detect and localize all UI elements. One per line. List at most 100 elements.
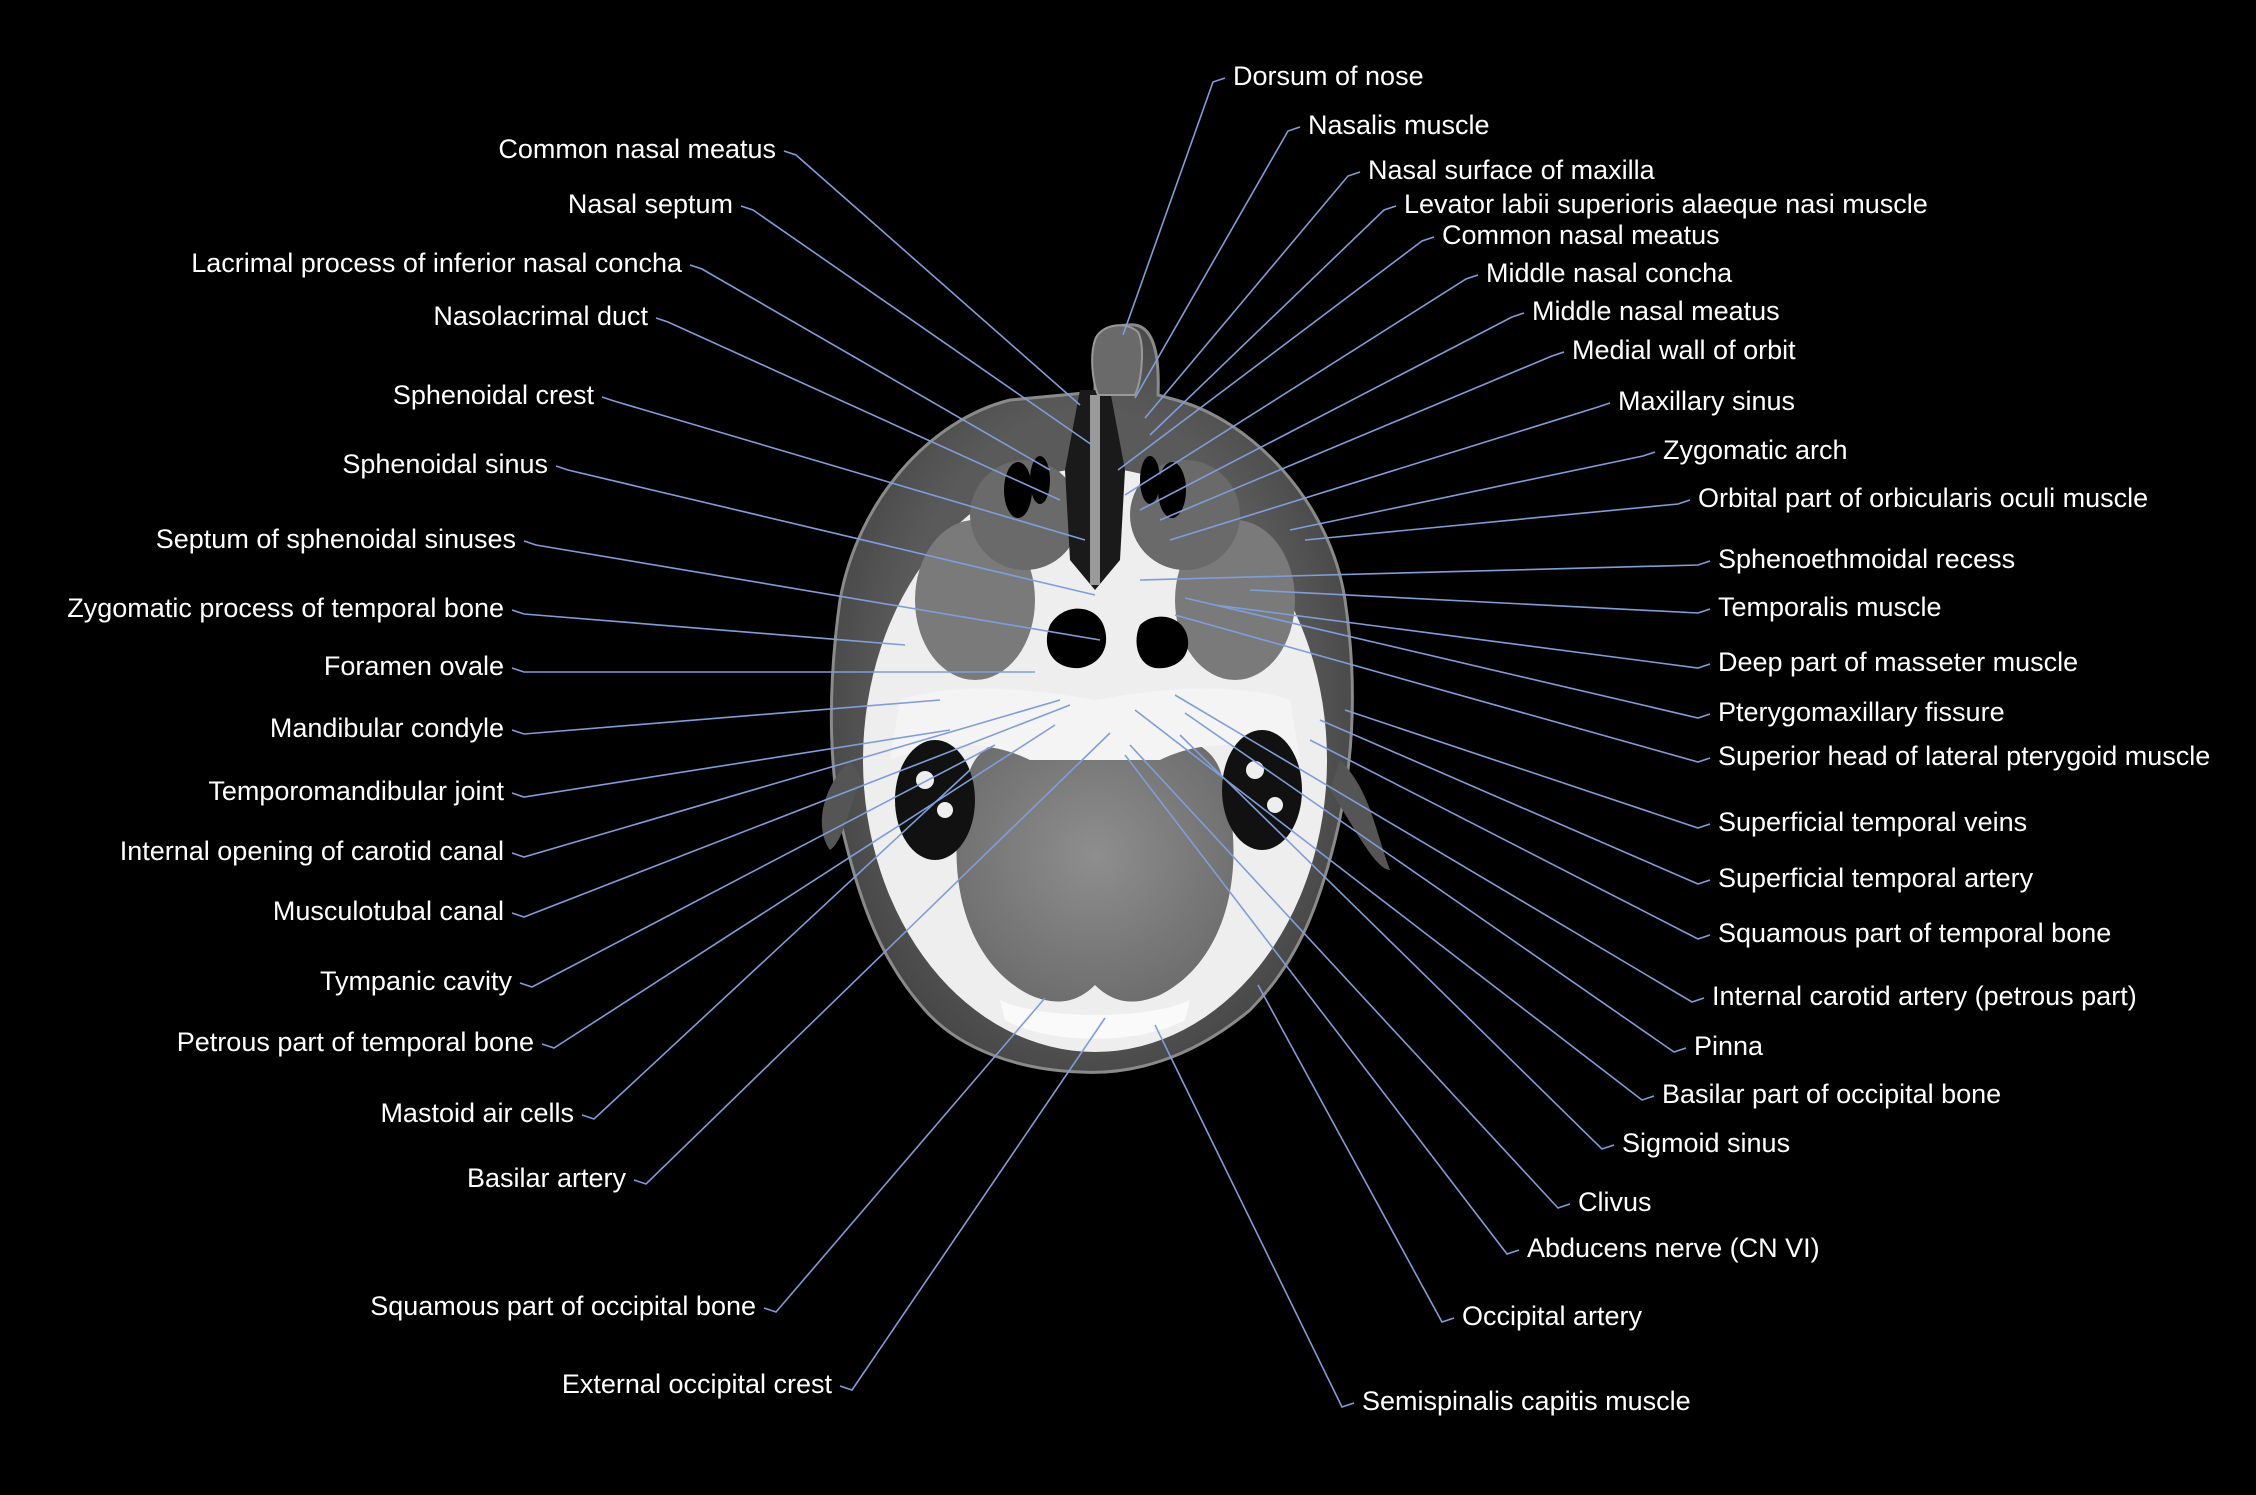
left-label-9: Mandibular condyle (270, 713, 504, 743)
right-label-0: Dorsum of nose (1233, 61, 1424, 91)
right-label-4: Common nasal meatus (1442, 220, 1720, 250)
leader-line (581, 769, 971, 1120)
occipital-bone (1000, 1000, 1190, 1039)
leader-line (601, 396, 1086, 541)
right-label-16: Superficial temporal veins (1718, 807, 2027, 837)
leader-line (1154, 1024, 1355, 1408)
right-label-23: Clivus (1578, 1187, 1652, 1217)
right-label-3: Levator labii superioris alaeque nasi mu… (1404, 189, 1928, 219)
leader-line (541, 724, 1056, 1049)
left-label-1: Nasal septum (568, 189, 733, 219)
right-label-10: Orbital part of orbicularis oculi muscle (1698, 483, 2148, 513)
nasal-septum-structure (1090, 395, 1100, 585)
leader-line (1344, 709, 1711, 829)
leader-line (783, 150, 1081, 406)
left-label-5: Sphenoidal sinus (342, 449, 548, 479)
leader-line (1139, 560, 1711, 581)
right-label-15: Superior head of lateral pterygoid muscl… (1718, 741, 2210, 771)
air-pocket (1004, 462, 1032, 518)
left-maxillary-sinus (970, 460, 1080, 570)
right-label-2: Nasal surface of maxilla (1368, 155, 1656, 185)
leader-line (1309, 739, 1711, 940)
leader-line (523, 540, 1101, 641)
leader-line (1249, 589, 1711, 614)
air-cell (916, 771, 934, 789)
leader-line (1122, 77, 1226, 336)
right-label-26: Semispinalis capitis muscle (1362, 1386, 1691, 1416)
leader-line (1214, 604, 1711, 669)
leader-line (511, 729, 951, 798)
leader-line (1124, 754, 1520, 1255)
right-label-14: Pterygomaxillary fissure (1718, 697, 2005, 727)
right-label-20: Pinna (1694, 1031, 1764, 1061)
leader-line (1179, 734, 1615, 1150)
leader-line (511, 704, 1071, 918)
right-pinna (1330, 760, 1390, 870)
leader-line (1124, 274, 1479, 496)
right-label-7: Medial wall of orbit (1572, 335, 1796, 365)
right-label-1: Nasalis muscle (1308, 110, 1490, 140)
left-label-2: Lacrimal process of inferior nasal conch… (191, 248, 683, 278)
leader-line (519, 744, 996, 988)
left-label-10: Temporomandibular joint (208, 776, 504, 806)
right-label-9: Zygomatic arch (1663, 435, 1848, 465)
right-label-18: Squamous part of temporal bone (1718, 918, 2111, 948)
cerebellum (956, 735, 1234, 1002)
leader-line (1169, 402, 1611, 541)
leader-line (1139, 312, 1525, 511)
left-label-13: Tympanic cavity (320, 966, 513, 996)
leader-line (511, 699, 941, 735)
left-label-8: Foramen ovale (324, 651, 504, 681)
left-label-6: Septum of sphenoidal sinuses (156, 524, 516, 554)
right-label-11: Sphenoethmoidal recess (1718, 544, 2015, 574)
left-mastoid-air-cells (895, 740, 975, 860)
leader-line (1149, 205, 1397, 436)
leader-line (1319, 719, 1711, 885)
leader-line (655, 317, 1061, 501)
nose-tip (1091, 324, 1143, 396)
air-cell (1267, 797, 1283, 813)
left-label-0: Common nasal meatus (498, 134, 776, 164)
leader-line (1159, 351, 1565, 521)
leader-line (555, 465, 1096, 596)
right-label-5: Middle nasal concha (1486, 258, 1733, 288)
leader-line (633, 732, 1111, 1185)
left-label-11: Internal opening of carotid canal (120, 836, 504, 866)
left-label-17: Squamous part of occipital bone (370, 1291, 756, 1321)
left-label-16: Basilar artery (467, 1163, 627, 1193)
right-label-12: Temporalis muscle (1718, 592, 1942, 622)
leader-line (1289, 451, 1656, 531)
right-label-13: Deep part of masseter muscle (1718, 647, 2078, 677)
skull-base (890, 688, 1300, 760)
leader-line (1174, 614, 1711, 763)
air-cell (1246, 761, 1264, 779)
leader-line (1134, 709, 1655, 1101)
leader-line (1117, 236, 1435, 471)
left-pinna (821, 760, 862, 850)
left-label-15: Mastoid air cells (380, 1098, 574, 1128)
air-pocket (1158, 462, 1186, 518)
leader-line (511, 609, 906, 646)
sphenoidal-sinus-left (1046, 608, 1107, 669)
air-cell (937, 802, 953, 818)
right-label-24: Abducens nerve (CN VI) (1527, 1233, 1820, 1263)
leader-line (1304, 499, 1691, 541)
leader-line (839, 1017, 1106, 1391)
left-label-12: Musculotubal canal (273, 896, 504, 926)
right-label-17: Superficial temporal artery (1718, 863, 2034, 893)
right-label-8: Maxillary sinus (1618, 386, 1795, 416)
left-label-7: Zygomatic process of temporal bone (67, 593, 504, 623)
left-label-3: Nasolacrimal duct (433, 301, 648, 331)
leader-line (1174, 694, 1705, 1003)
leader-line (1134, 126, 1301, 399)
leader-line (1129, 744, 1571, 1209)
leader-line (1257, 984, 1455, 1323)
air-pocket (1030, 456, 1050, 504)
left-label-14: Petrous part of temporal bone (177, 1027, 534, 1057)
leader-lines (511, 77, 1711, 1408)
leader-line (511, 667, 1035, 673)
leader-line (763, 997, 1046, 1313)
